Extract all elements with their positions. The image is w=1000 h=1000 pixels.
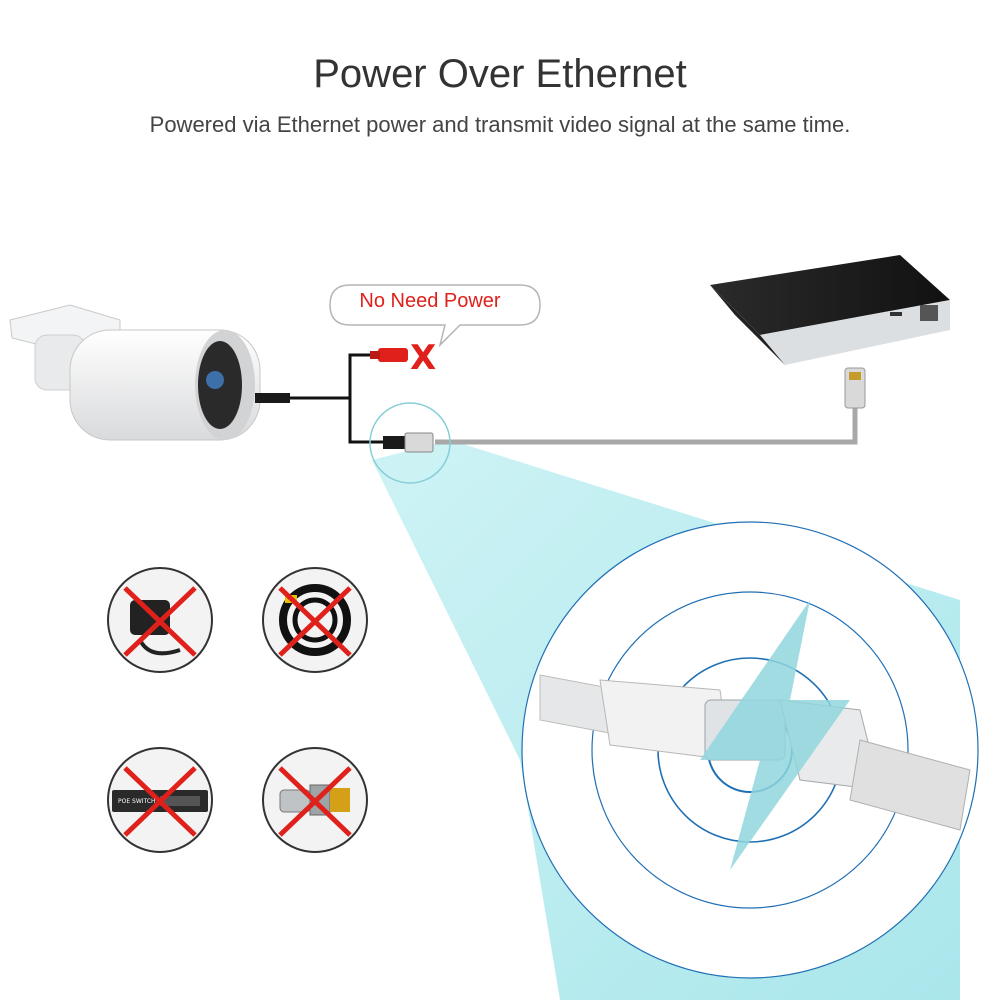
page-subtitle: Powered via Ethernet power and transmit … <box>149 112 851 137</box>
rj45-plug <box>369 402 451 484</box>
dc-power-plug <box>370 348 408 362</box>
no-connector-icon <box>262 747 368 853</box>
no-cable-icon <box>262 567 368 673</box>
x-mark: X <box>410 338 437 378</box>
no-need-power-label: No Need Power <box>359 290 501 312</box>
no-need-power-bubble <box>329 284 541 348</box>
zoom-view <box>521 521 979 979</box>
no-switch-icon <box>107 747 213 853</box>
page-title: Power Over Ethernet <box>313 52 687 96</box>
poe-switch-label: POE SWITCH <box>118 798 156 805</box>
no-adapter-icon <box>107 567 213 673</box>
cables <box>290 353 858 445</box>
bullet-camera <box>9 304 290 441</box>
nvr-recorder <box>710 255 950 409</box>
